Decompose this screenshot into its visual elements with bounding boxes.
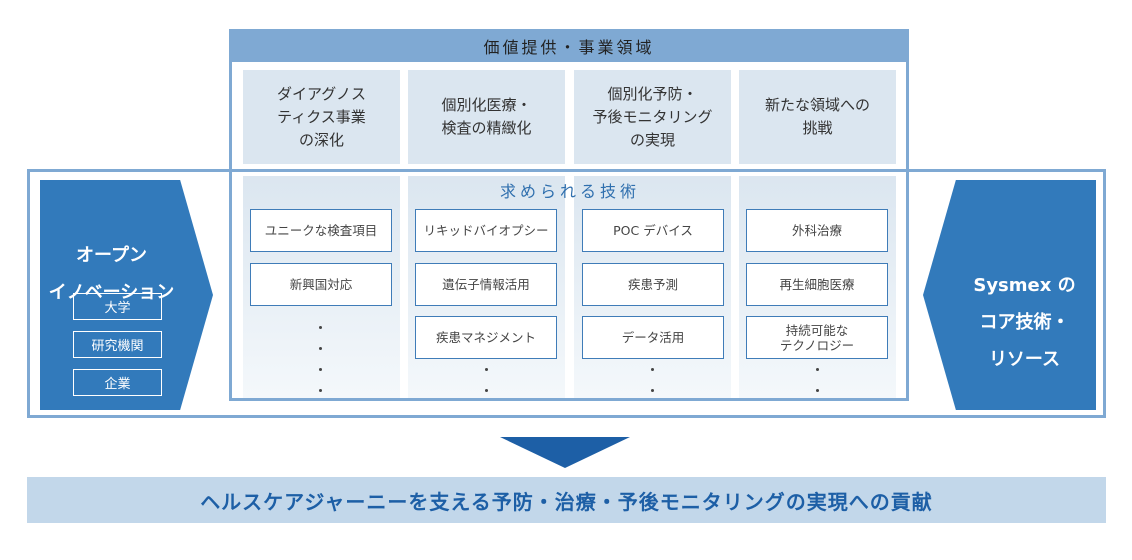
down-arrow-icon (500, 437, 630, 468)
value-item: 新たな領域への 挑戦 (739, 70, 896, 164)
value-item: 個別化予防・ 予後モニタリング の実現 (574, 70, 731, 164)
partner-research-institute: 研究機関 (73, 331, 162, 358)
tech-item: 疾患マネジメント (415, 316, 557, 359)
tech-item: 新興国対応 (250, 263, 392, 306)
tech-item: ユニークな検査項目 (250, 209, 392, 252)
ellipsis-dot (319, 347, 322, 350)
core-technology-title: Sysmex の コア技術・ リソース (973, 275, 1076, 370)
ellipsis-dot (651, 368, 654, 371)
result-banner: ヘルスケアジャーニーを支える予防・治療・予後モニタリングの実現への貢献 (27, 477, 1106, 523)
ellipsis-dot (816, 368, 819, 371)
value-area-title: 価値提供・事業領域 (229, 29, 909, 62)
core-technology-block: Sysmex の コア技術・ リソース (923, 180, 1096, 410)
tech-item: POC デバイス (582, 209, 724, 252)
tech-item: データ活用 (582, 316, 724, 359)
technology-band (27, 169, 1106, 418)
partner-company: 企業 (73, 369, 162, 396)
tech-item: 遺伝子情報活用 (415, 263, 557, 306)
ellipsis-dot (319, 326, 322, 329)
value-item: ダイアグノス ティクス事業 の深化 (243, 70, 400, 164)
ellipsis-dot (319, 389, 322, 392)
tech-item: 外科治療 (746, 209, 888, 252)
ellipsis-dot (485, 368, 488, 371)
open-innovation-block: オープン イノベーション (40, 180, 213, 410)
tech-item: 疾患予測 (582, 263, 724, 306)
open-innovation-title: オープン イノベーション (48, 245, 175, 303)
tech-item: 持続可能な テクノロジー (746, 316, 888, 359)
ellipsis-dot (651, 389, 654, 392)
value-area-frame (229, 29, 909, 401)
value-item: 個別化医療・ 検査の精緻化 (408, 70, 565, 164)
tech-item: リキッドバイオプシー (415, 209, 557, 252)
ellipsis-dot (816, 389, 819, 392)
ellipsis-dot (485, 389, 488, 392)
partner-university: 大学 (73, 293, 162, 320)
tech-item: 再生細胞医療 (746, 263, 888, 306)
tech-title: 求められる技術 (499, 182, 640, 201)
ellipsis-dot (319, 368, 322, 371)
